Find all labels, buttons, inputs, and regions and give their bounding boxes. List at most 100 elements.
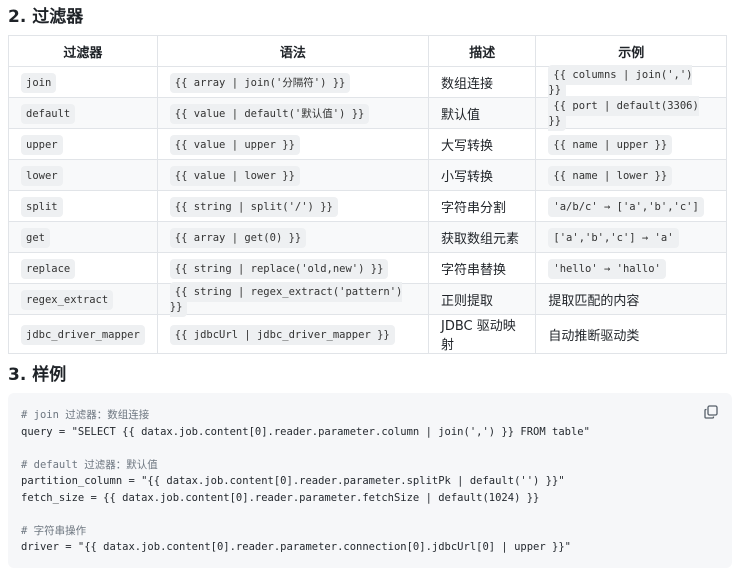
code-content: # join 过滤器：数组连接 query = "SELECT {{ datax.… — [21, 407, 590, 556]
filter-name: get — [21, 227, 50, 248]
filter-description: 小写转换 — [441, 169, 494, 185]
table-cell: 'a/b/c' → ['a','b','c'] — [535, 190, 727, 222]
filter-syntax: {{ array | get(0) }} — [169, 227, 307, 248]
filter-description: 获取数组元素 — [441, 231, 520, 247]
filter-syntax: {{ value | upper }} — [169, 134, 300, 155]
table-row: upper {{ value | upper }} 大写转换 {{ name | up… — [8, 128, 727, 160]
section-heading-filters: 2. 过滤器 — [8, 7, 84, 27]
section-heading-examples: 3. 样例 — [8, 365, 67, 385]
column-header: 语法 — [156, 35, 430, 67]
code-line: partition_column = "{{ datax.job.content… — [21, 475, 565, 487]
filter-description: JDBC 驱动映射 — [441, 319, 516, 353]
table-cell: {{ value | lower }} — [156, 159, 430, 191]
table-cell: JDBC 驱动映射 — [427, 314, 537, 354]
filter-name: upper — [21, 134, 63, 155]
filter-syntax: {{ string | replace('old,new') }} — [169, 258, 389, 279]
table-cell: 字符串替换 — [427, 252, 537, 284]
filter-name: lower — [21, 165, 63, 186]
table-cell: join — [8, 66, 158, 98]
table-cell: replace — [8, 252, 158, 284]
table-cell: 字符串分割 — [427, 190, 537, 222]
table-cell: {{ string | replace('old,new') }} — [156, 252, 430, 284]
table-cell: {{ string | split('/') }} — [156, 190, 430, 222]
filter-name: split — [21, 196, 63, 217]
table-cell: get — [8, 221, 158, 253]
table-row: default {{ value | default('默认值') }} 默认值 {{… — [8, 96, 727, 131]
filter-example: {{ name | lower }} — [548, 165, 673, 186]
code-comment: # default 过滤器：默认值 — [21, 458, 158, 471]
filter-syntax: {{ string | regex_extract('pattern') }} — [169, 282, 403, 317]
code-line: driver = "{{ datax.job.content[0].reader… — [21, 541, 571, 553]
table-cell: 默认值 — [427, 97, 537, 129]
table-cell: 数组连接 — [427, 66, 537, 98]
table-cell: ['a','b','c'] → 'a' — [535, 221, 727, 253]
copy-icon[interactable] — [704, 405, 718, 419]
filter-example: {{ columns | join(',') }} — [548, 65, 693, 100]
table-cell: regex_extract — [8, 283, 158, 315]
code-block: # join 过滤器：数组连接 query = "SELECT {{ datax.… — [8, 393, 732, 568]
filter-example: {{ port | default(3306) }} — [548, 96, 699, 131]
table-cell: 正则提取 — [427, 283, 537, 315]
filter-description: 数组连接 — [441, 76, 494, 92]
filter-syntax: {{ value | lower }} — [169, 165, 300, 186]
table-row: get {{ array | get(0) }} 获取数组元素 ['a','b','c… — [8, 221, 727, 253]
filter-syntax: {{ string | split('/') }} — [169, 196, 338, 217]
table-cell: {{ string | regex_extract('pattern') }} — [156, 282, 430, 317]
table-cell: {{ name | lower }} — [535, 159, 727, 191]
table-cell: {{ name | upper }} — [535, 128, 727, 160]
filters-table: 过滤器语法描述示例 join {{ array | join('分隔符') }} 数… — [8, 35, 727, 354]
table-cell: 'hello' → 'hallo' — [535, 252, 727, 284]
table-row: join {{ array | join('分隔符') }} 数组连接 {{ colu… — [8, 65, 727, 100]
filter-name: jdbc_driver_mapper — [21, 324, 145, 345]
filter-name: replace — [21, 258, 76, 279]
table-cell: upper — [8, 128, 158, 160]
table-row: lower {{ value | lower }} 小写转换 {{ name | lo… — [8, 159, 727, 191]
table-cell: {{ array | get(0) }} — [156, 221, 430, 253]
filter-example: 'a/b/c' → ['a','b','c'] — [548, 196, 704, 217]
column-header: 描述 — [427, 35, 537, 67]
table-cell: default — [8, 97, 158, 129]
code-line: fetch_size = {{ datax.job.content[0].rea… — [21, 491, 540, 504]
filter-example: 自动推断驱动类 — [548, 328, 640, 344]
table-row: regex_extract {{ string | regex_extract('… — [8, 282, 727, 317]
filter-syntax: {{ jdbcUrl | jdbc_driver_mapper }} — [169, 324, 395, 345]
filter-description: 大写转换 — [441, 138, 494, 154]
filter-name: default — [21, 103, 76, 124]
filter-name: join — [21, 72, 57, 93]
filter-syntax: {{ value | default('默认值') }} — [169, 103, 370, 124]
table-cell: 大写转换 — [427, 128, 537, 160]
table-cell: {{ value | upper }} — [156, 128, 430, 160]
filter-example: ['a','b','c'] → 'a' — [548, 227, 679, 248]
code-comment: # join 过滤器：数组连接 — [21, 409, 150, 421]
table-cell: 提取匹配的内容 — [535, 283, 727, 315]
table-row: jdbc_driver_mapper {{ jdbcUrl | jdbc_driv… — [8, 314, 727, 354]
table-cell: 自动推断驱动类 — [535, 314, 727, 354]
filter-description: 字符串替换 — [441, 262, 507, 278]
table-cell: 小写转换 — [427, 159, 537, 191]
table-cell: jdbc_driver_mapper — [8, 314, 158, 354]
filter-name: regex_extract — [21, 289, 114, 310]
filter-syntax: {{ array | join('分隔符') }} — [169, 72, 351, 93]
filter-example: {{ name | upper }} — [548, 134, 673, 155]
table-cell: {{ columns | join(',') }} — [535, 65, 727, 100]
table-cell: {{ jdbcUrl | jdbc_driver_mapper }} — [156, 314, 430, 354]
table-row: replace {{ string | replace('old,new') }}… — [8, 252, 727, 284]
column-header: 示例 — [535, 35, 727, 67]
code-line: query = "SELECT {{ datax.job.content[0].… — [21, 425, 590, 438]
table-cell: {{ port | default(3306) }} — [535, 96, 727, 131]
code-line: ​ — [21, 506, 590, 523]
column-header: 过滤器 — [8, 35, 158, 67]
table-cell: split — [8, 190, 158, 222]
table-cell: {{ value | default('默认值') }} — [156, 97, 430, 129]
table-cell: lower — [8, 159, 158, 191]
filter-example: 提取匹配的内容 — [548, 293, 640, 309]
table-row: split {{ string | split('/') }} 字符串分割 'a/b/… — [8, 190, 727, 222]
filter-description: 字符串分割 — [441, 200, 507, 216]
filter-example: 'hello' → 'hallo' — [548, 258, 666, 279]
filter-description: 正则提取 — [441, 293, 494, 309]
table-cell: {{ array | join('分隔符') }} — [156, 66, 430, 98]
code-comment: # 字符串操作 — [21, 524, 87, 537]
filter-description: 默认值 — [441, 107, 481, 123]
code-line: ​ — [21, 440, 590, 457]
table-cell: 获取数组元素 — [427, 221, 537, 253]
